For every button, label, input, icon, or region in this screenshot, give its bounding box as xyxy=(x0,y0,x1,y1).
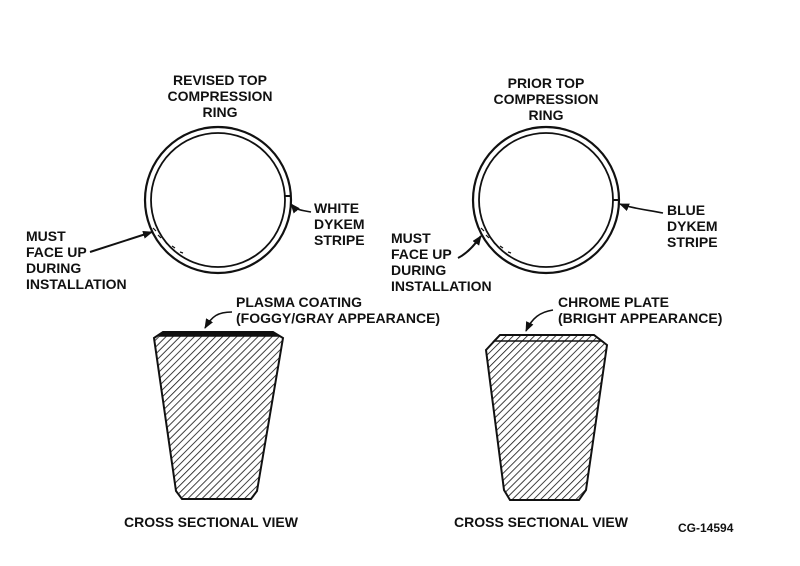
revised-face-up-label: MUST FACE UP DURING INSTALLATION xyxy=(26,228,127,292)
prior-title-line-3: RING xyxy=(528,107,564,123)
chrome-plate-label: CHROME PLATE (BRIGHT APPEARANCE) xyxy=(558,294,722,326)
white-stripe-line-3: STRIPE xyxy=(314,232,365,248)
prior-caption: CROSS SECTIONAL VIEW xyxy=(454,514,628,530)
blue-stripe-line-1: BLUE xyxy=(667,202,706,218)
blue-stripe-arrow xyxy=(619,203,664,214)
revised-title-line-3: RING xyxy=(202,104,238,120)
revised-face-up-line-3: DURING xyxy=(26,260,82,276)
prior-ring-title: PRIOR TOP COMPRESSION RING xyxy=(478,75,614,123)
revised-face-up-line-4: INSTALLATION xyxy=(26,276,127,292)
prior-face-up-line-4: INSTALLATION xyxy=(391,278,492,294)
revised-ring xyxy=(143,125,293,275)
prior-title-line-1: PRIOR TOP xyxy=(507,75,585,91)
blue-stripe-label: BLUE DYKEM STRIPE xyxy=(667,202,718,250)
plasma-coating-label: PLASMA COATING (FOGGY/GRAY APPEARANCE) xyxy=(236,294,440,326)
white-stripe-arrow xyxy=(290,203,312,214)
plasma-coating-arrow xyxy=(204,311,233,329)
white-stripe-label: WHITE DYKEM STRIPE xyxy=(314,200,365,248)
prior-face-up-line-1: MUST xyxy=(391,230,431,246)
prior-face-up-label: MUST FACE UP DURING INSTALLATION xyxy=(391,230,492,294)
prior-face-up-arrow xyxy=(457,235,482,259)
revised-face-up-line-2: FACE UP xyxy=(26,244,87,260)
prior-ring xyxy=(471,125,621,275)
revised-face-up-arrow xyxy=(89,230,153,253)
blue-stripe-line-2: DYKEM xyxy=(667,218,718,234)
figure-id: CG-14594 xyxy=(678,521,734,535)
revised-face-up-line-1: MUST xyxy=(26,228,66,244)
revised-ring-top-markings xyxy=(152,227,184,254)
plasma-coating-line-2: (FOGGY/GRAY APPEARANCE) xyxy=(236,310,441,326)
chrome-plate-edge xyxy=(492,334,605,342)
revised-ring-title: REVISED TOP COMPRESSION RING xyxy=(152,72,288,120)
revised-title-line-2: COMPRESSION xyxy=(167,88,273,104)
white-stripe-line-2: DYKEM xyxy=(314,216,365,232)
chrome-plate-arrow xyxy=(525,309,554,332)
chrome-plate-line-2: (BRIGHT APPEARANCE) xyxy=(558,310,723,326)
revised-cross-section xyxy=(152,331,285,500)
prior-cross-section xyxy=(484,334,609,501)
prior-face-up-line-2: FACE UP xyxy=(391,246,452,262)
prior-face-up-line-3: DURING xyxy=(391,262,447,278)
chrome-plate-line-1: CHROME PLATE xyxy=(558,294,669,310)
plasma-coating-line-1: PLASMA COATING xyxy=(236,294,362,310)
blue-stripe-line-3: STRIPE xyxy=(667,234,718,250)
prior-title-line-2: COMPRESSION xyxy=(493,91,599,107)
white-stripe-line-1: WHITE xyxy=(314,200,360,216)
plasma-coating-band xyxy=(158,331,281,337)
revised-caption: CROSS SECTIONAL VIEW xyxy=(124,514,298,530)
revised-title-line-1: REVISED TOP xyxy=(173,72,267,88)
prior-ring-top-markings xyxy=(480,227,512,254)
